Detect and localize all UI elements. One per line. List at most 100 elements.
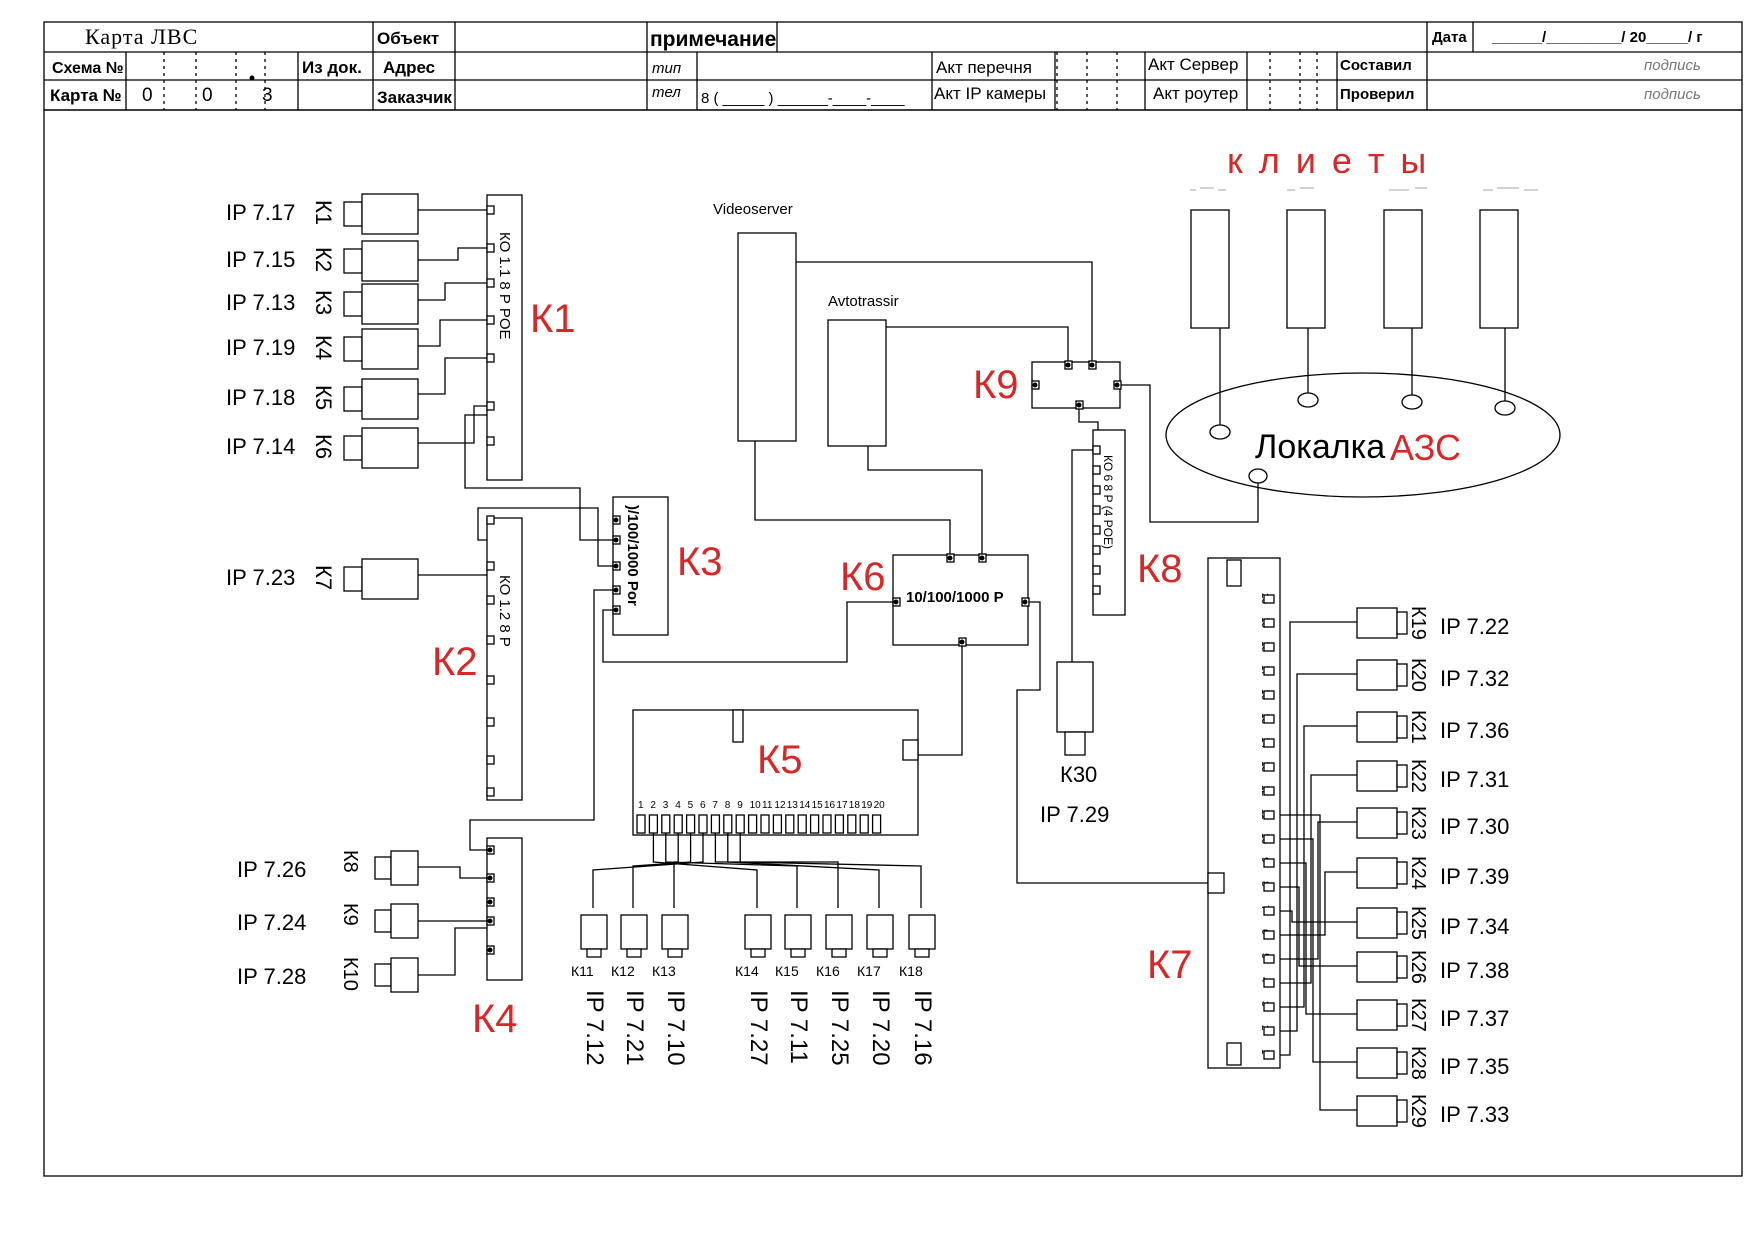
label-k4: К4 xyxy=(472,997,518,1041)
camera-ip: IP 7.13 xyxy=(226,290,295,315)
k5-port-label: 19 xyxy=(861,800,873,811)
date-label: Дата xyxy=(1432,29,1467,46)
clients: к л и е т ы xyxy=(1190,140,1538,428)
k5-port-label: 5 xyxy=(688,800,694,811)
k5-port-label: 13 xyxy=(787,800,799,811)
k30-ip: IP 7.29 xyxy=(1040,802,1109,827)
camera-ip: IP 7.28 xyxy=(237,964,306,989)
act-server-label: Акт Сервер xyxy=(1148,55,1238,74)
switch-k6: 10/100/1000 P xyxy=(892,554,1029,646)
label-k5: К5 xyxy=(757,738,803,782)
card-digit-2: 0 xyxy=(202,85,213,106)
signature-1: подпись xyxy=(1644,57,1701,74)
camera-ip: IP 7.33 xyxy=(1440,1102,1509,1127)
camera-k5-3: К13 IP 7.10 xyxy=(652,833,689,1066)
lan-azs: Локалка АЗС xyxy=(1165,372,1561,498)
camera-k30: К30 IP 7.29 xyxy=(1040,661,1109,827)
k5-port-label: 9 xyxy=(737,800,743,811)
camera-k-label: К26 xyxy=(1407,950,1429,984)
compiled-label: Составил xyxy=(1340,57,1412,74)
camera-k-label: К24 xyxy=(1407,856,1429,890)
camera-k-label: К7 xyxy=(311,565,336,590)
camera-k-label: К25 xyxy=(1407,906,1429,940)
label-k3: К3 xyxy=(677,540,723,584)
k6-text: 10/100/1000 P xyxy=(906,589,1004,606)
camera-k7-6: К24 IP 7.39 xyxy=(1280,856,1509,936)
camera-ip: IP 7.25 xyxy=(826,990,853,1066)
k3-text: )/100/1000 Por xyxy=(624,505,641,606)
camera-ip: IP 7.35 xyxy=(1440,1054,1509,1079)
object-label: Объект xyxy=(377,29,439,48)
signature-2: подпись xyxy=(1644,86,1701,103)
card-label: Карта № xyxy=(50,86,122,105)
k5-port-label: 8 xyxy=(725,800,731,811)
k5-port-label: 17 xyxy=(836,800,848,811)
camera-k-label: К13 xyxy=(652,963,676,979)
k5-port-label: 15 xyxy=(812,800,824,811)
label-k1: К1 xyxy=(530,297,576,341)
camera-ip: IP 7.39 xyxy=(1440,864,1509,889)
videoserver-label: Videoserver xyxy=(713,201,793,218)
camera-ip: IP 7.36 xyxy=(1440,718,1509,743)
label-k8: К8 xyxy=(1137,547,1183,591)
phone-label: тел xyxy=(652,84,681,101)
k5-port-label: 10 xyxy=(750,800,762,811)
k5-port-label: 14 xyxy=(799,800,811,811)
camera-ip: IP 7.24 xyxy=(237,910,306,935)
camera-ip: IP 7.19 xyxy=(226,335,295,360)
switch-k4 xyxy=(486,837,523,981)
card-digit-3: 3 xyxy=(262,85,273,106)
camera-ip: IP 7.26 xyxy=(237,857,306,882)
k5-port-label: 7 xyxy=(712,800,718,811)
camera-k-label: К3 xyxy=(311,290,336,315)
camera-k-label: К12 xyxy=(611,963,635,979)
camera-ip: IP 7.37 xyxy=(1440,1006,1509,1031)
camera-ip: IP 7.10 xyxy=(662,990,689,1066)
camera-ip: IP 7.31 xyxy=(1440,767,1509,792)
k5-port-label: 3 xyxy=(663,800,669,811)
camera-k-label: К17 xyxy=(857,963,881,979)
k5-port-label: 16 xyxy=(824,800,836,811)
clients-title: к л и е т ы xyxy=(1227,140,1429,181)
camera-k-label: К5 xyxy=(311,385,336,410)
date-value: ______/_________/ 20_____/ г xyxy=(1491,29,1703,46)
camera-k-label: К9 xyxy=(339,903,361,926)
from-doc-label: Из док. xyxy=(302,58,362,77)
videoserver: Videoserver xyxy=(713,201,797,442)
scheme-label: Схема № xyxy=(52,60,124,77)
k5-port-label: 11 xyxy=(762,800,773,811)
camera-k-label: К18 xyxy=(899,963,923,979)
camera-k-label: К20 xyxy=(1407,658,1429,692)
sheet-title: Карта ЛВС xyxy=(85,24,198,49)
camera-k5-2: К12 IP 7.21 xyxy=(611,833,692,1066)
lan-label: Локалка xyxy=(1255,428,1385,466)
camera-k-label: К10 xyxy=(339,957,361,991)
camera-ip: IP 7.17 xyxy=(226,200,295,225)
card-digit-1: 0 xyxy=(142,85,153,106)
camera-k-label: К21 xyxy=(1407,710,1429,744)
phone-value: 8 ( _____ ) ______-____-____ xyxy=(701,90,905,107)
camera-ip: IP 7.21 xyxy=(621,990,648,1066)
diagram-frame xyxy=(43,109,1743,1177)
switch-k1: КО 1.1 8 P POE xyxy=(486,194,523,481)
camera-ip: IP 7.14 xyxy=(226,434,295,459)
camera-k-label: К1 xyxy=(311,200,336,225)
camera-ip: IP 7.32 xyxy=(1440,666,1509,691)
camera-k-label: К6 xyxy=(311,434,336,459)
camera-ip: IP 7.22 xyxy=(1440,614,1509,639)
k2-text: КО 1.2 8 P xyxy=(496,575,513,647)
camera-k7-2: К20 IP 7.32 xyxy=(1280,658,1509,1032)
label-k9: К9 xyxy=(973,363,1019,407)
k5-port-label: 1 xyxy=(638,800,644,811)
